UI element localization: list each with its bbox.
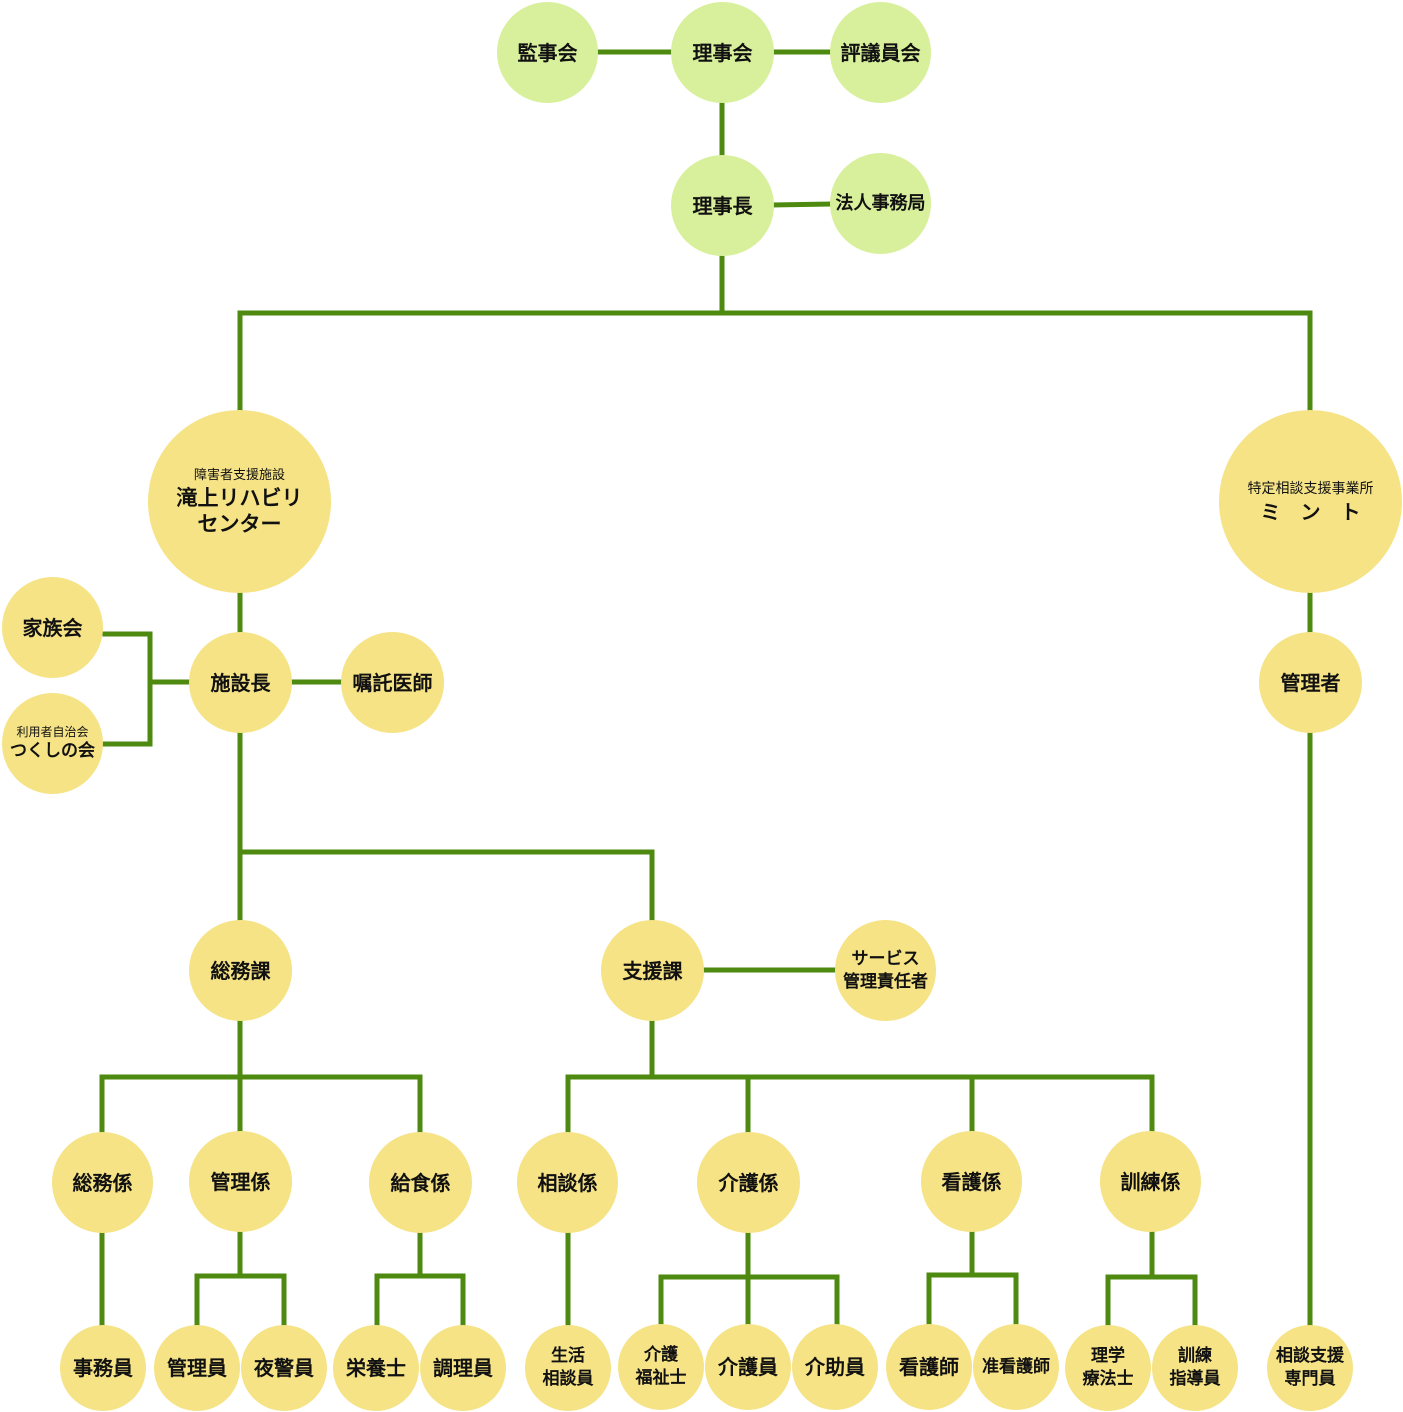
- node-label: 管理員: [167, 1356, 227, 1380]
- node-label: 看護係: [941, 1169, 1002, 1194]
- node-label: サービス: [851, 948, 920, 969]
- node-kanjikai: 監事会: [497, 2, 598, 103]
- node-sublabel: 障害者支援施設: [193, 467, 285, 483]
- node-seikatsu: 生活 相談員: [525, 1325, 611, 1411]
- node-label: ミ ン ト: [1260, 499, 1361, 524]
- node-shokutaku: 嘱託医師: [341, 632, 444, 733]
- node-sodangakari: 相談係: [517, 1132, 618, 1233]
- node-hojin-jimukyoku: 法人事務局: [830, 153, 931, 254]
- node-label-2: 療法士: [1082, 1369, 1134, 1389]
- node-label-2: センター: [197, 511, 282, 536]
- node-label: 准看護師: [982, 1356, 1050, 1377]
- node-label: 介護係: [718, 1170, 779, 1195]
- node-rijicho: 理事長: [671, 155, 774, 256]
- node-label-2: 指導員: [1169, 1369, 1221, 1389]
- node-kanriin: 管理員: [154, 1325, 240, 1411]
- node-sodanshien: 相談支援 専門員: [1267, 1325, 1353, 1411]
- node-label: 管理係: [210, 1169, 271, 1194]
- node-label: 嘱託医師: [352, 670, 433, 695]
- node-label: つくしの会: [10, 741, 95, 761]
- node-kanrigakari: 管理係: [189, 1131, 292, 1232]
- node-label: 看護師: [899, 1355, 959, 1379]
- node-kazokukai: 家族会: [2, 577, 103, 678]
- node-label-2: 専門員: [1284, 1369, 1336, 1389]
- node-rigaku: 理学 療法士: [1065, 1325, 1151, 1411]
- node-somugakari: 総務係: [52, 1132, 153, 1233]
- node-kangogakari: 看護係: [921, 1131, 1022, 1232]
- node-kyushokugakari: 給食係: [369, 1132, 472, 1233]
- node-label: 介護員: [718, 1355, 778, 1379]
- node-shisetsucho: 施設長: [189, 632, 292, 733]
- node-label: 相談係: [537, 1170, 598, 1195]
- node-label: 理事会: [692, 40, 753, 65]
- node-label: 相談支援: [1276, 1346, 1344, 1366]
- node-kaigoin: 介護員: [705, 1324, 791, 1410]
- node-label: 理事長: [692, 193, 753, 218]
- node-label: 施設長: [210, 670, 271, 695]
- node-rijikai: 理事会: [671, 2, 774, 103]
- node-hyogiinkai: 評議員会: [830, 2, 931, 103]
- node-label: 介助員: [805, 1355, 865, 1379]
- node-label-2: 管理責任者: [843, 971, 928, 992]
- node-label: 管理者: [1280, 670, 1341, 695]
- node-choriin: 調理員: [420, 1325, 506, 1411]
- node-yakeiin: 夜警員: [241, 1325, 327, 1411]
- node-somuka: 総務課: [189, 920, 292, 1021]
- node-shienka: 支援課: [601, 920, 704, 1021]
- node-label: 生活: [551, 1346, 585, 1366]
- node-sublabel: 特定相談支援事業所: [1247, 480, 1374, 497]
- node-kangoshi: 看護師: [886, 1324, 972, 1410]
- node-label: 介護: [644, 1345, 678, 1365]
- node-kanrisha: 管理者: [1259, 632, 1362, 733]
- node-label: 給食係: [390, 1170, 451, 1195]
- node-kunrenshido: 訓練 指導員: [1152, 1325, 1238, 1411]
- node-center: 障害者支援施設 滝上リハビリ センター: [148, 410, 331, 593]
- node-label: 訓練: [1178, 1346, 1212, 1366]
- node-kaigogakari: 介護係: [697, 1132, 800, 1233]
- node-label: 監事会: [517, 40, 578, 65]
- node-label: 理学: [1091, 1346, 1125, 1366]
- node-jimuin: 事務員: [60, 1325, 146, 1411]
- node-kaigofukushi: 介護 福祉士: [618, 1324, 704, 1410]
- node-kaijoin: 介助員: [792, 1324, 878, 1410]
- node-tsukushi: 利用者自治会 つくしの会: [2, 693, 103, 794]
- node-label: 栄養士: [346, 1356, 406, 1380]
- node-label: 支援課: [622, 958, 683, 983]
- node-kunrengakari: 訓練係: [1100, 1131, 1201, 1232]
- node-label: 滝上リハビリ: [176, 485, 303, 510]
- node-label: 家族会: [22, 615, 83, 640]
- node-label: 調理員: [433, 1356, 493, 1380]
- node-label: 評議員会: [840, 40, 921, 65]
- node-label: 総務課: [210, 958, 271, 983]
- node-service: サービス 管理責任者: [835, 920, 936, 1021]
- node-label: 事務員: [73, 1356, 133, 1380]
- node-label-2: 相談員: [542, 1369, 594, 1389]
- node-eiyoshi: 栄養士: [333, 1325, 419, 1411]
- node-sublabel: 利用者自治会: [16, 725, 89, 739]
- node-mint: 特定相談支援事業所 ミ ン ト: [1219, 410, 1402, 593]
- node-label-2: 福祉士: [635, 1368, 687, 1388]
- node-label: 法人事務局: [835, 192, 926, 214]
- node-label: 訓練係: [1120, 1169, 1181, 1194]
- node-label: 総務係: [72, 1170, 133, 1195]
- node-label: 夜警員: [254, 1356, 314, 1380]
- node-junkangoshi: 准看護師: [973, 1324, 1059, 1410]
